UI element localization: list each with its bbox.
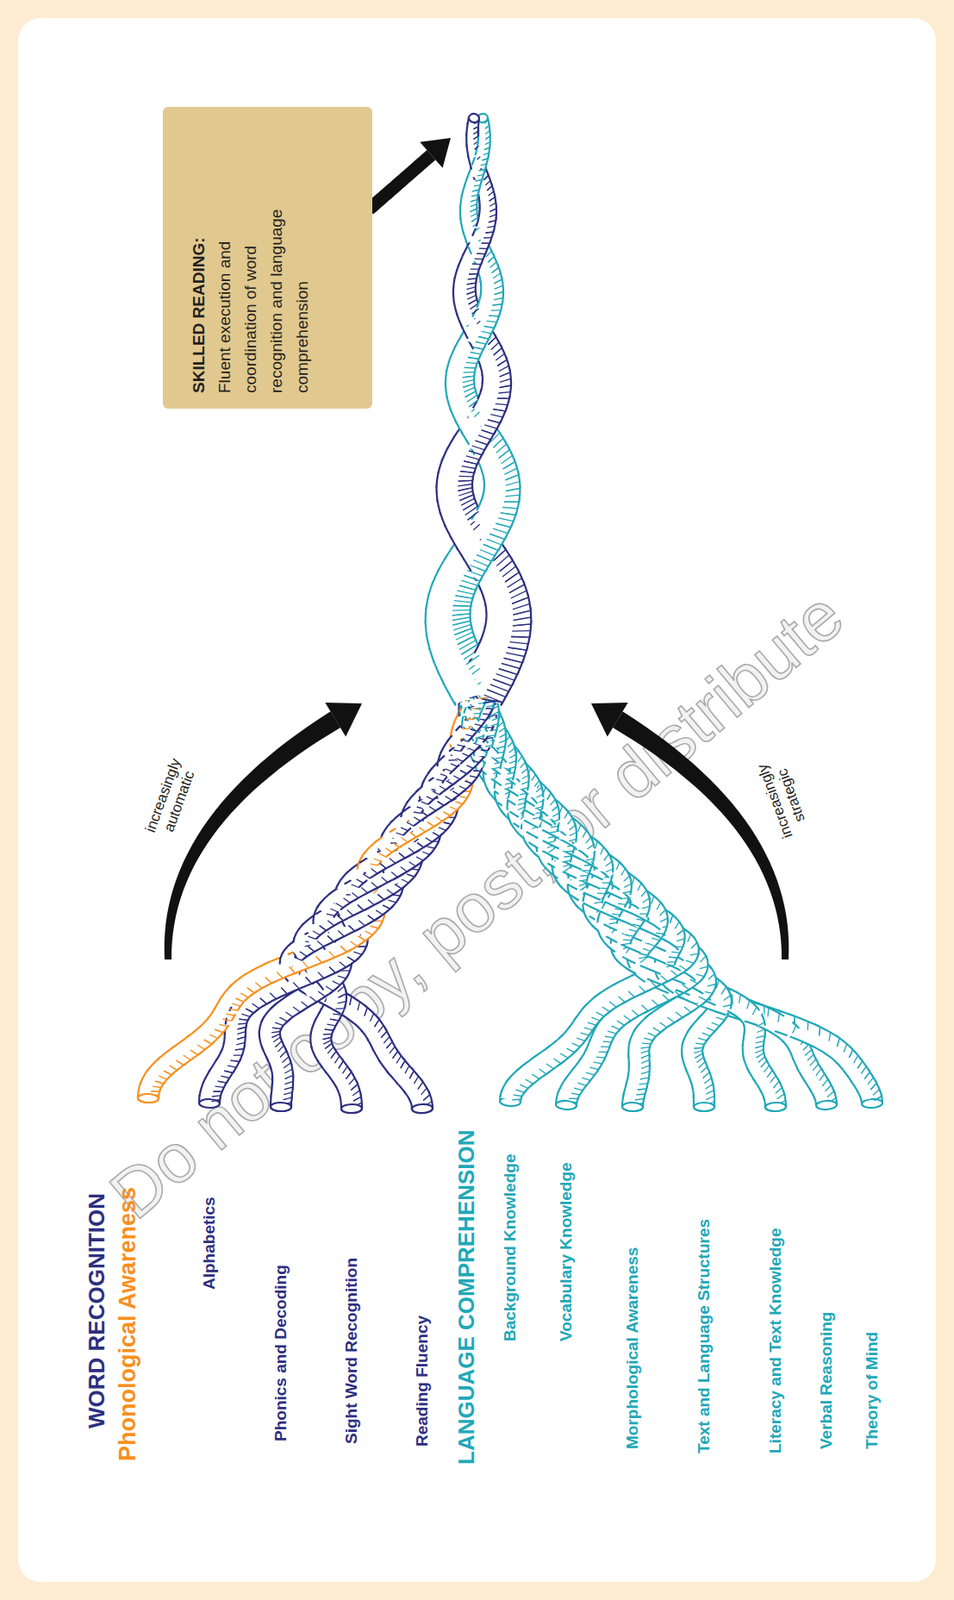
strand-cut-end [137, 1093, 159, 1104]
strand-twist [307, 925, 326, 940]
rope-strand-piece [765, 1102, 786, 1112]
strand-twist [323, 1028, 334, 1040]
rope-strand-piece [137, 1093, 159, 1104]
automatic-arrow-head [324, 702, 362, 736]
strand-cut-end [861, 1097, 884, 1108]
strand-twist [245, 997, 267, 1013]
strand-cut-end [765, 1102, 786, 1112]
strand-twist [330, 1050, 343, 1068]
strand-twist [417, 1081, 431, 1100]
rope-strand-piece [411, 1103, 433, 1113]
strand-twist [693, 1047, 703, 1058]
strand-twist [857, 1060, 870, 1079]
strand-twist [870, 1082, 882, 1101]
strand-twist [666, 956, 678, 967]
strand-twist [265, 966, 296, 984]
arrow-group [164, 137, 790, 960]
strand-twist [338, 1060, 352, 1079]
strand-twist [324, 1042, 337, 1058]
rope-strand-piece [693, 1102, 715, 1111]
rope-group [137, 112, 883, 1113]
strand-twist [211, 1091, 222, 1102]
strand-twist [155, 1070, 172, 1084]
strand-twist [237, 1018, 249, 1029]
strand-twist [864, 1071, 877, 1090]
strategic-arrow-head [591, 702, 629, 736]
strand-twist [380, 1030, 393, 1048]
strand-cut-end [411, 1103, 433, 1113]
rope-strand-piece [622, 1102, 643, 1112]
strand-twist [386, 1041, 398, 1058]
strand-cut-end [816, 1099, 837, 1110]
strand-twist [819, 1026, 841, 1047]
strand-twist [224, 1060, 240, 1073]
strand-twist [350, 1084, 362, 1102]
rope-strand-piece [341, 1103, 362, 1113]
strand-twist [794, 1016, 821, 1036]
strand-cut-end [765, 1102, 786, 1112]
strand-cut-end [411, 1103, 433, 1113]
strand-twist [230, 1048, 244, 1062]
strand-twist [409, 1070, 423, 1089]
strand-cut-end [555, 1099, 577, 1110]
strand-cut-end [693, 1102, 715, 1111]
strand-cut-end [622, 1102, 643, 1112]
strand-cut-end [341, 1103, 362, 1113]
strand-twist [289, 955, 323, 973]
callout-arrow-head [419, 137, 451, 169]
strand-twist [293, 946, 315, 961]
strand-twist [163, 1060, 184, 1075]
strand-twist [400, 1060, 414, 1079]
strand-cut-end [270, 1102, 292, 1111]
strategic-arrow-shaft [612, 710, 789, 960]
strand-cut-end [270, 1102, 292, 1111]
strand-twist [836, 1037, 853, 1058]
strand-cut-end [137, 1093, 159, 1104]
strand-twist [346, 1072, 359, 1091]
strand-twist [349, 996, 368, 1017]
strand-cut-end [693, 1102, 715, 1111]
strand-twist [236, 987, 256, 1002]
strand-twist [641, 1047, 650, 1059]
strand-cut-end [622, 1102, 643, 1112]
strand-twist [392, 1050, 406, 1068]
strand-twist [305, 966, 337, 984]
strand-cut-end [341, 1103, 362, 1113]
rope-strand-piece [270, 1102, 292, 1111]
strand-twist [374, 1019, 387, 1038]
strand-twist [674, 929, 686, 947]
automatic-arrow-shaft [164, 710, 341, 960]
callout-arrow-shaft [364, 149, 436, 215]
